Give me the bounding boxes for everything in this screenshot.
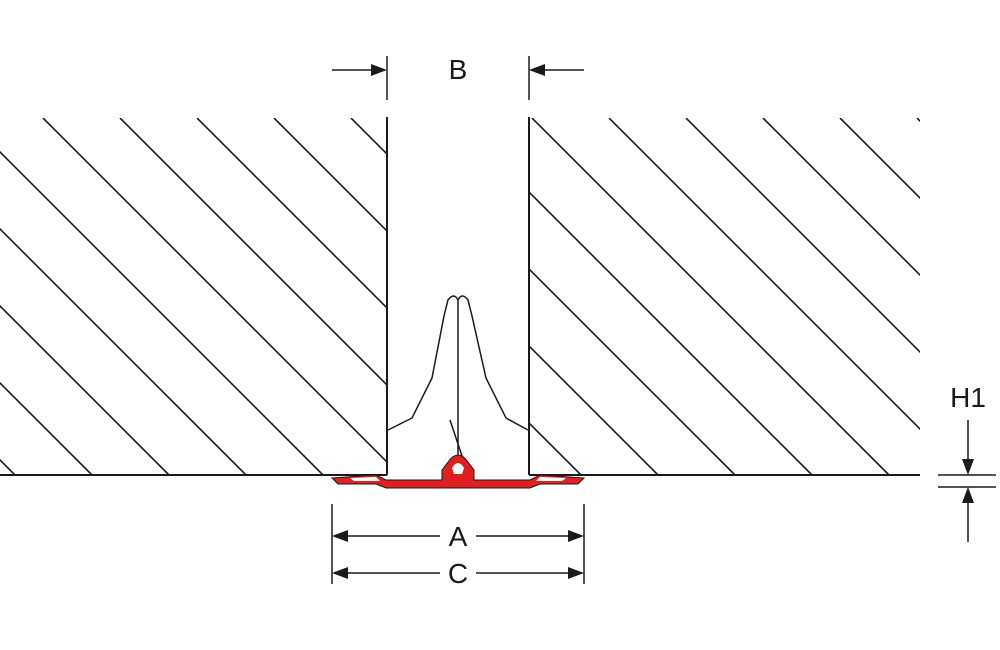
right-slab-hatching [529, 118, 920, 475]
hatch-line [916, 118, 920, 123]
hatch-line [0, 304, 170, 475]
hatch-line [529, 344, 659, 475]
hatch-line [608, 118, 920, 431]
hatch-line [0, 458, 16, 475]
hatch-line [529, 190, 813, 475]
dimension-c-label: C [448, 558, 468, 589]
joint-seal [387, 295, 529, 463]
hatch-line [0, 150, 324, 475]
dimension-a-label: A [449, 521, 468, 552]
hatch-line [119, 118, 387, 387]
hatch-line [42, 118, 387, 464]
hatch-line [196, 118, 387, 310]
left-slab-hatching [0, 118, 387, 475]
hatch-line [531, 118, 890, 475]
red-base-profile [330, 454, 586, 489]
dimension-a: A [331, 504, 585, 584]
dimension-h1-label: H1 [950, 382, 986, 413]
hatch-line [273, 118, 387, 233]
hatch-line [685, 118, 920, 354]
dimension-h1: H1 [938, 382, 996, 542]
dimension-b-label: B [449, 54, 468, 85]
hatch-line [839, 118, 920, 200]
dimension-b: B [332, 54, 584, 100]
dimension-c: C [332, 558, 584, 589]
hatch-line [529, 267, 736, 475]
hatch-line [529, 421, 582, 475]
hatch-line [762, 118, 920, 277]
hatch-line [0, 381, 93, 475]
hatch-line [0, 227, 247, 475]
